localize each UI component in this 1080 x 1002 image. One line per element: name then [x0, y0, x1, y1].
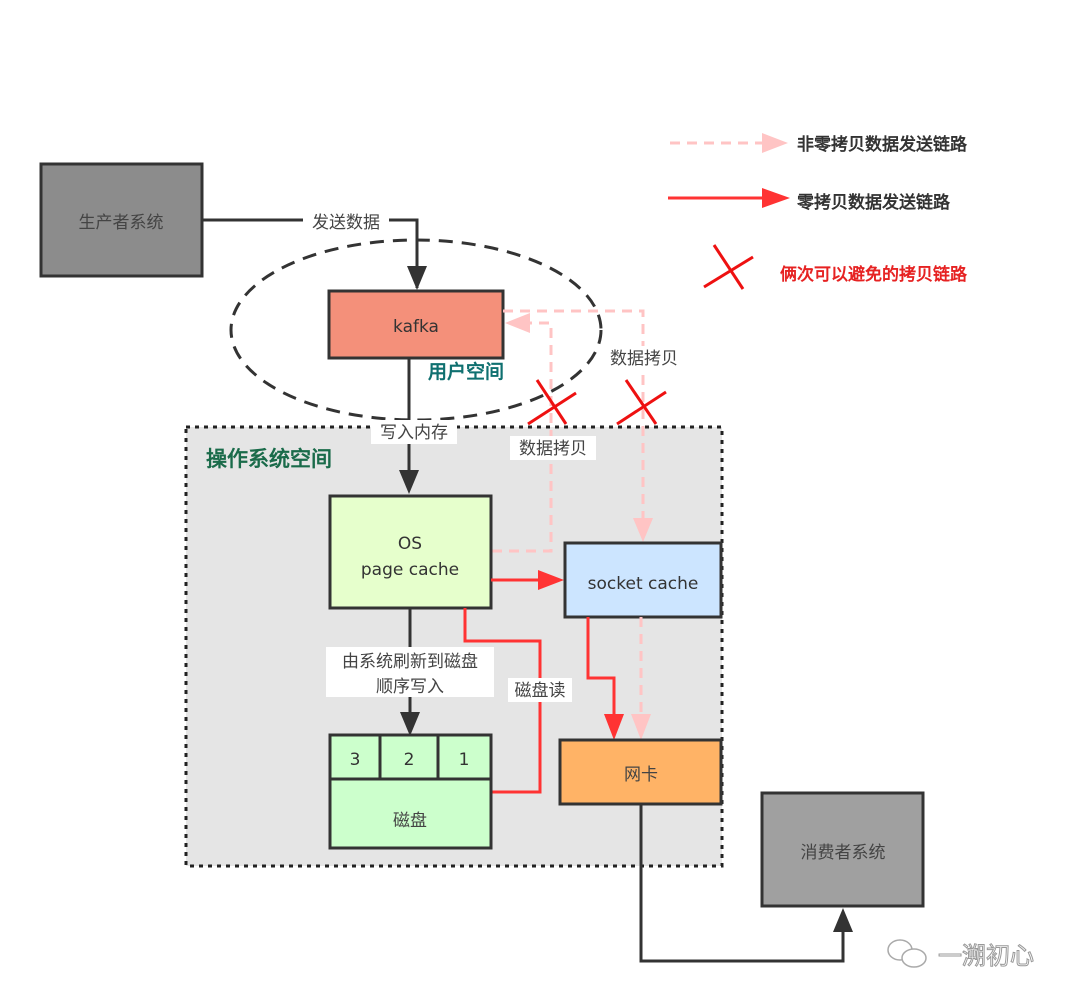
disk-node: 3 2 1 磁盘 — [328, 733, 493, 850]
edge-nic-to-consumer — [639, 804, 845, 963]
edge-flush-to-disk-arrowhead — [400, 712, 420, 736]
edge-label-disk-read: 磁盘读 — [515, 681, 566, 701]
edge-send-data — [202, 218, 419, 288]
avoidable-copy-cross-2 — [616, 379, 667, 426]
edge-zero-copy-socket-to-nic-arrowhead — [604, 714, 624, 740]
user-space-label: 用户空间 — [428, 360, 504, 383]
edge-zero-copy-socket-to-nic — [586, 617, 616, 718]
svg-text:OS: OS — [398, 534, 422, 554]
svg-text:网卡: 网卡 — [624, 765, 658, 785]
edge-write-memory-arrowhead — [399, 470, 419, 494]
legend: 非零拷贝数据发送链路 零拷贝数据发送链路 俩次可以避免的拷贝链路 — [668, 133, 968, 290]
edge-send-data-arrowhead — [407, 266, 427, 290]
disk-segment: 1 — [459, 750, 470, 770]
consumer-node: 消费者系统 — [760, 791, 925, 908]
socket-cache-node: socket cache — [563, 541, 723, 619]
svg-text:page cache: page cache — [361, 560, 459, 580]
edge-label-flush-line2: 顺序写入 — [376, 677, 444, 697]
svg-text:生产者系统: 生产者系统 — [79, 213, 164, 233]
legend-item-zero-copy: 零拷贝数据发送链路 — [668, 188, 951, 213]
edge-zero-copy-pagecache-to-socket-arrowhead — [538, 570, 564, 590]
edge-disk-read — [463, 608, 542, 794]
avoidable-copy-cross-1 — [527, 379, 577, 426]
edge-label-copy-top: 数据拷贝 — [610, 349, 678, 369]
svg-text:socket cache: socket cache — [588, 574, 699, 594]
svg-text:kafka: kafka — [393, 317, 439, 337]
kafka-node: kafka — [327, 289, 505, 360]
svg-text:零拷贝数据发送链路: 零拷贝数据发送链路 — [796, 192, 951, 213]
svg-text:消费者系统: 消费者系统 — [801, 843, 886, 863]
edge-copy-kafka-to-socket-arrowhead — [633, 518, 653, 542]
edge-label-write-memory: 写入内存 — [380, 423, 448, 443]
edge-label-send-data: 发送数据 — [312, 213, 380, 233]
wechat-icon — [887, 939, 927, 968]
edge-copy-socket-to-nic-arrowhead — [631, 714, 651, 740]
watermark: 一溯初心 — [887, 939, 1035, 971]
edge-copy-pagecache-to-kafka-arrowhead — [505, 313, 530, 333]
edge-label-flush-line1: 由系统刷新到磁盘 — [342, 652, 478, 672]
edge-copy-kafka-to-socket — [503, 309, 645, 522]
svg-text:一溯初心: 一溯初心 — [938, 942, 1034, 970]
edge-nic-to-consumer-arrowhead — [833, 908, 853, 932]
os-page-cache-node: OS page cache — [328, 494, 493, 610]
svg-text:非零拷贝数据发送链路: 非零拷贝数据发送链路 — [797, 134, 968, 155]
disk-segment: 3 — [350, 750, 361, 770]
legend-item-non-zero-copy: 非零拷贝数据发送链路 — [670, 133, 968, 155]
svg-text:俩次可以避免的拷贝链路: 俩次可以避免的拷贝链路 — [780, 264, 968, 285]
os-space-label: 操作系统空间 — [206, 447, 332, 471]
producer-node: 生产者系统 — [39, 162, 204, 278]
svg-text:磁盘: 磁盘 — [393, 811, 427, 831]
disk-segment: 2 — [404, 750, 415, 770]
nic-node: 网卡 — [558, 738, 723, 806]
legend-item-avoidable-copy: 俩次可以避免的拷贝链路 — [703, 244, 968, 290]
edge-label-copy-bottom: 数据拷贝 — [519, 439, 587, 459]
